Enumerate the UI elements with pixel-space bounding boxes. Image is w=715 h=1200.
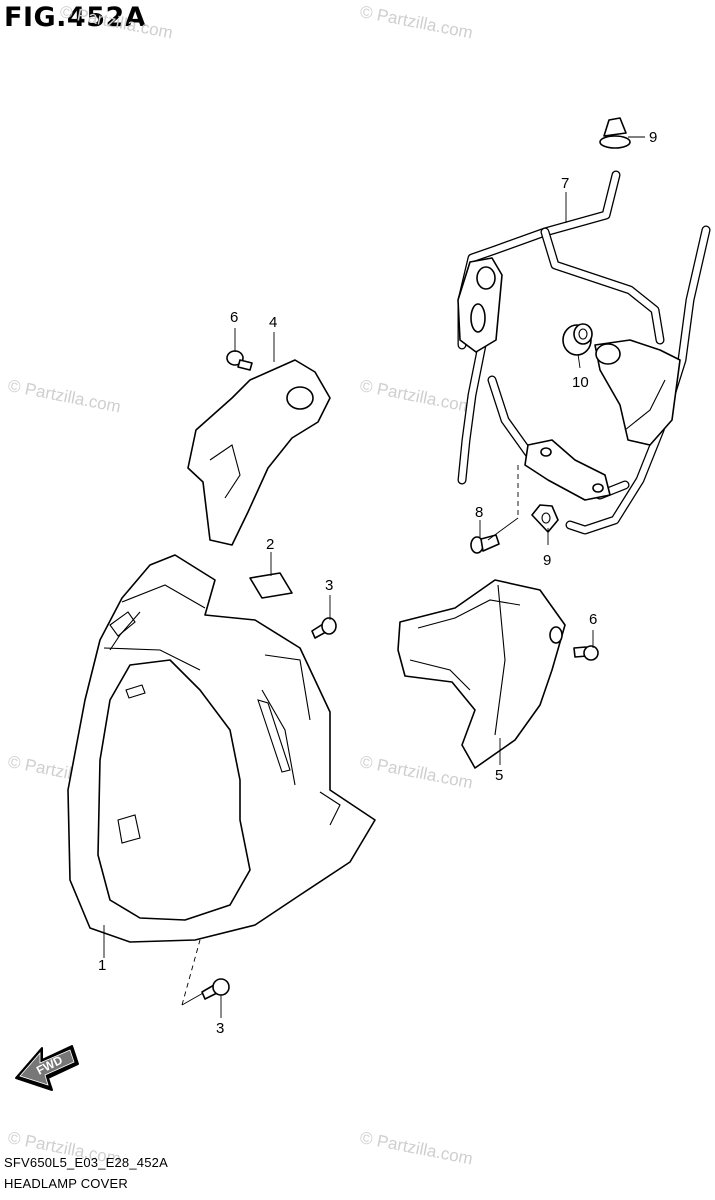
clip-nut-lower[interactable] <box>531 504 559 533</box>
fwd-arrow-icon: FWD <box>15 1045 79 1091</box>
clip-nut-top[interactable] <box>599 117 631 149</box>
callout-9-lower: 9 <box>543 552 551 569</box>
callout-2: 2 <box>266 536 274 553</box>
screw-part-6-left[interactable] <box>226 350 253 371</box>
callout-leaders <box>103 136 645 1018</box>
cushion-grommet[interactable] <box>562 323 593 356</box>
screw-part-8[interactable] <box>470 534 500 554</box>
callout-6-left: 6 <box>230 309 238 326</box>
callout-1: 1 <box>98 957 106 974</box>
callout-7: 7 <box>561 175 569 192</box>
callout-10: 10 <box>572 374 589 391</box>
screw-part-3-lower[interactable] <box>201 978 230 1000</box>
headlamp-bracket[interactable] <box>457 170 711 535</box>
figure-title: FIG.452A <box>4 2 147 33</box>
callout-9-top: 9 <box>649 129 657 146</box>
callout-3-lower: 3 <box>216 1020 224 1037</box>
callout-3-upper: 3 <box>325 577 333 594</box>
diagram-caption: HEADLAMP COVER <box>4 1176 128 1191</box>
cushion-pad[interactable] <box>249 572 293 599</box>
headlamp-cover-part-1[interactable] <box>67 554 376 943</box>
dashed-guide <box>181 939 201 1006</box>
inner-cover-part-4[interactable] <box>187 359 331 546</box>
dashed-guide <box>487 517 519 541</box>
callout-8: 8 <box>475 504 483 521</box>
callout-5: 5 <box>495 767 503 784</box>
diagram-code: SFV650L5_E03_E28_452A <box>4 1155 168 1170</box>
outer-cover-part-5[interactable] <box>397 579 566 769</box>
callout-6-right: 6 <box>589 611 597 628</box>
screw-part-3-upper[interactable] <box>311 617 337 639</box>
screw-part-6-right[interactable] <box>573 645 599 661</box>
callout-4: 4 <box>269 314 277 331</box>
